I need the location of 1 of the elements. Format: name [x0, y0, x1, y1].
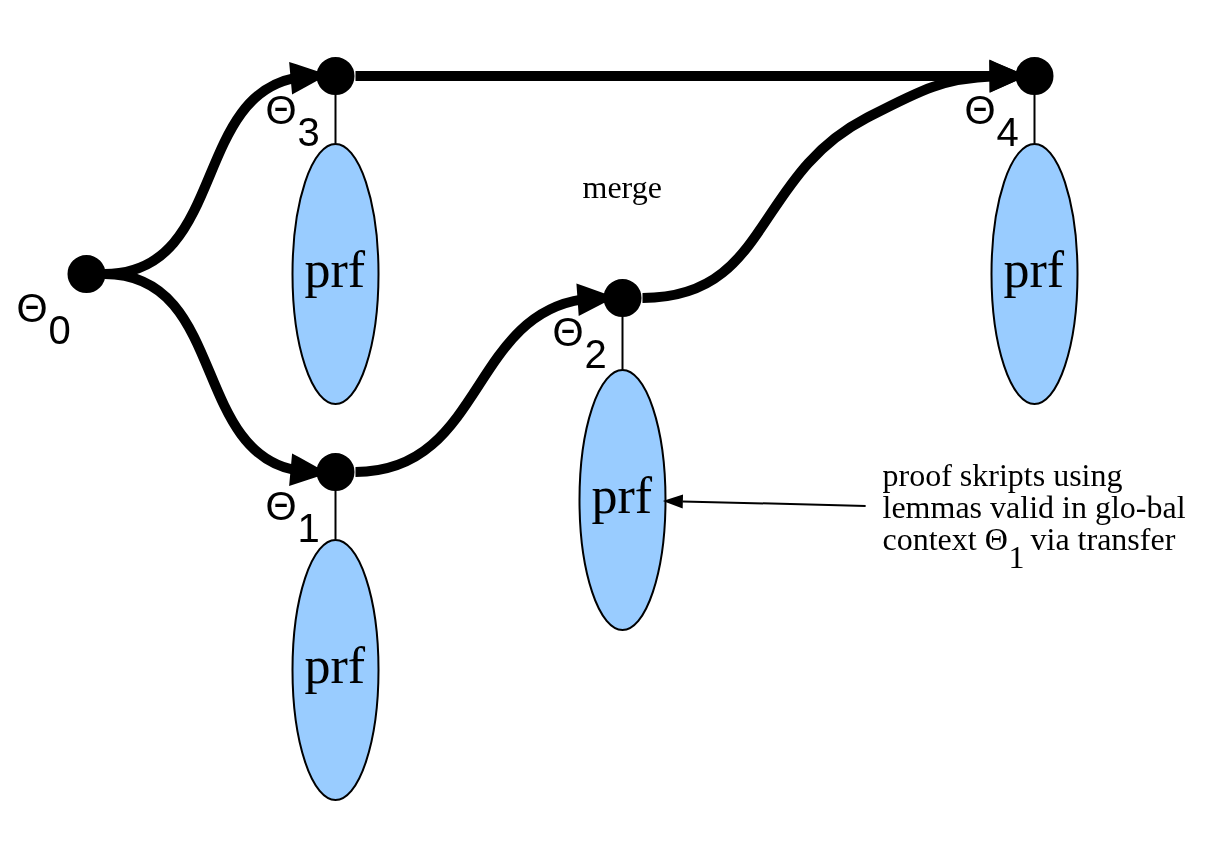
- label: merge: [582, 168, 662, 205]
